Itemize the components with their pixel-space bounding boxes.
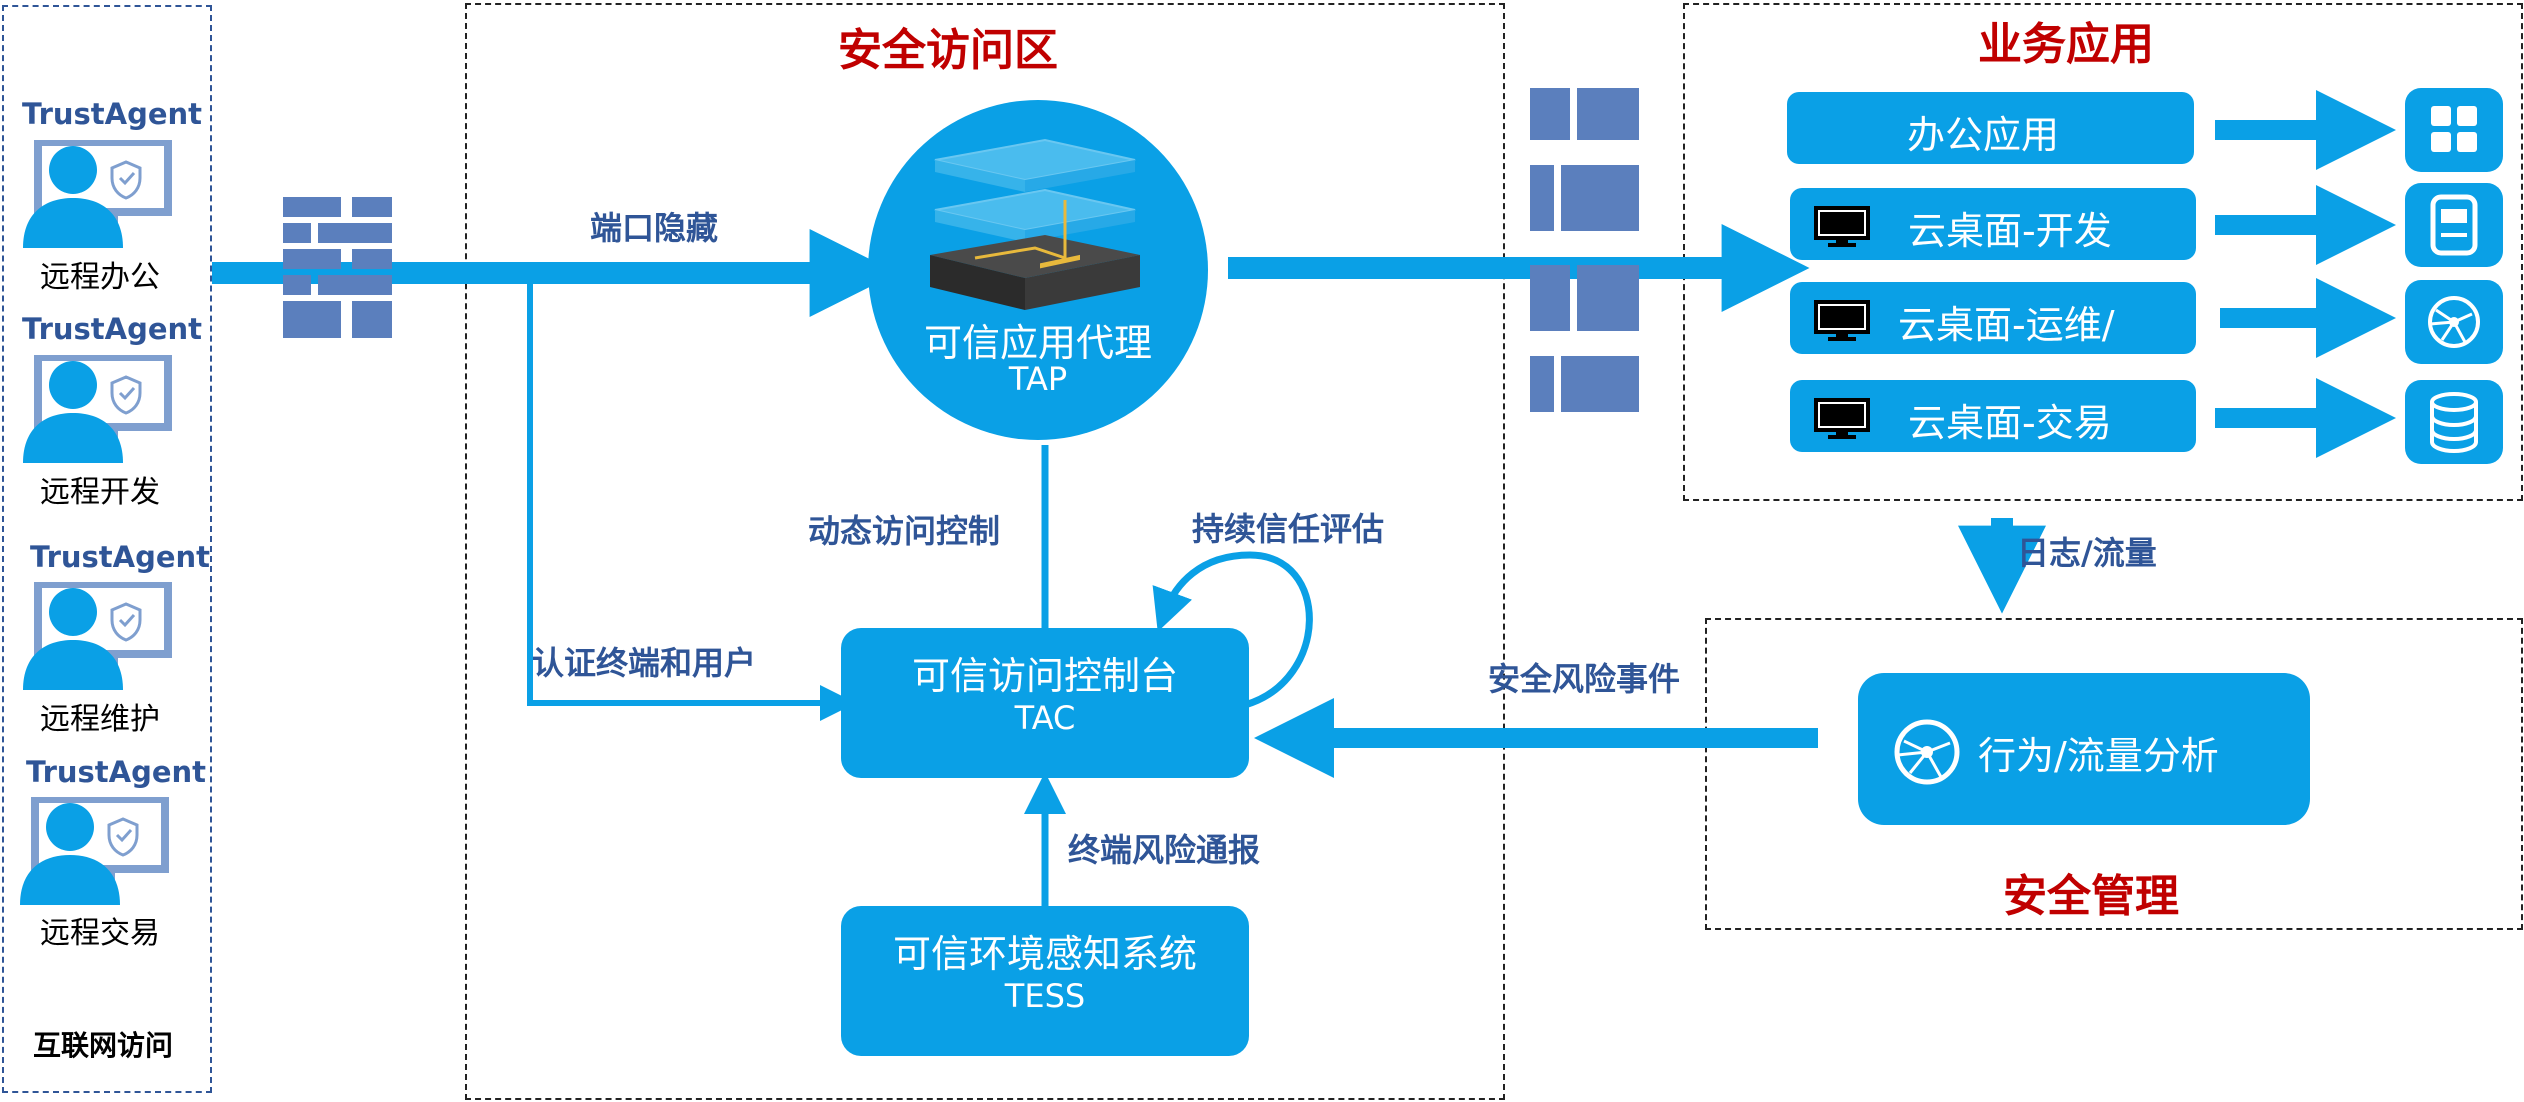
app-cloud-trade-label: 云桌面-交易 <box>1908 401 2112 445</box>
tess-node: 可信环境感知系统 TESS <box>841 906 1249 1056</box>
terminal-risk-label: 终端风险通报 <box>1068 831 1261 869</box>
agent-2-name: TrustAgent <box>22 312 203 346</box>
agent-4-icon <box>15 795 175 905</box>
business-title: 业务应用 <box>1978 19 2154 70</box>
risk-event-label: 安全风险事件 <box>1488 660 1681 698</box>
dynamic-access-label: 动态访问控制 <box>808 512 1001 550</box>
agent-4-caption: 远程交易 <box>40 916 160 951</box>
port-hiding-label: 端口隐藏 <box>590 209 719 247</box>
tac-label: 可信访问控制台 <box>911 654 1178 698</box>
agent-4-name: TrustAgent <box>26 755 207 789</box>
agent-1-caption: 远程办公 <box>40 260 160 295</box>
monitor-icon <box>1814 206 1870 247</box>
app-office-label: 办公应用 <box>1907 113 2060 157</box>
secure-access-title: 安全访问区 <box>838 25 1058 76</box>
tap-label: 可信应用代理 <box>923 321 1152 365</box>
log-traffic-label: 日志/流量 <box>2017 534 2157 572</box>
security-mgmt-title: 安全管理 <box>2003 871 2179 922</box>
agent-1-name: TrustAgent <box>22 97 203 131</box>
tess-label: 可信环境感知系统 <box>892 932 1197 976</box>
internet-title: 互联网访问 <box>33 1029 174 1062</box>
analysis-node: 行为/流量分析 <box>1858 673 2310 825</box>
business-zone <box>1683 3 2523 501</box>
auth-branch-arrow <box>527 273 856 721</box>
firewall-right-icon <box>1530 88 1639 412</box>
monitor-icon <box>1814 398 1870 439</box>
monitor-icon <box>1814 300 1870 341</box>
agent-2-icon <box>18 353 178 463</box>
analysis-label: 行为/流量分析 <box>1978 734 2219 778</box>
tac-node: 可信访问控制台 TAC <box>841 628 1249 778</box>
database-icon <box>2405 380 2503 464</box>
auth-label: 认证终端和用户 <box>532 644 757 682</box>
agent-3-icon <box>18 580 178 690</box>
firewall-left-icon <box>283 197 392 338</box>
trust-loop-arrow <box>1152 551 1313 709</box>
internet-zone <box>2 5 212 1093</box>
globe-icon <box>2405 280 2503 364</box>
security-mgmt-zone <box>1705 618 2523 930</box>
secure-access-zone <box>465 3 1505 1100</box>
app-office: 办公应用 <box>1787 92 2194 164</box>
tess-abbr: TESS <box>1004 977 1086 1015</box>
tap-server-icon <box>915 130 1155 320</box>
tap-abbr: TAP <box>1008 360 1068 398</box>
tac-abbr: TAC <box>1014 699 1076 737</box>
app-cloud-ops-label: 云桌面-运维/ <box>1898 303 2115 347</box>
globe-icon <box>1894 719 1960 785</box>
app-cloud-ops: 云桌面-运维/ <box>1790 282 2196 354</box>
app-cloud-trade: 云桌面-交易 <box>1790 380 2196 452</box>
agent-1-icon <box>18 138 178 248</box>
server-icon <box>2405 183 2503 267</box>
continuous-trust-label: 持续信任评估 <box>1192 510 1385 548</box>
app-cloud-dev: 云桌面-开发 <box>1790 188 2196 260</box>
grid-icon <box>2405 88 2503 172</box>
agent-2-caption: 远程开发 <box>40 475 160 510</box>
agent-3-caption: 远程维护 <box>40 702 160 737</box>
app-cloud-dev-label: 云桌面-开发 <box>1908 209 2112 253</box>
agent-3-name: TrustAgent <box>30 540 211 574</box>
